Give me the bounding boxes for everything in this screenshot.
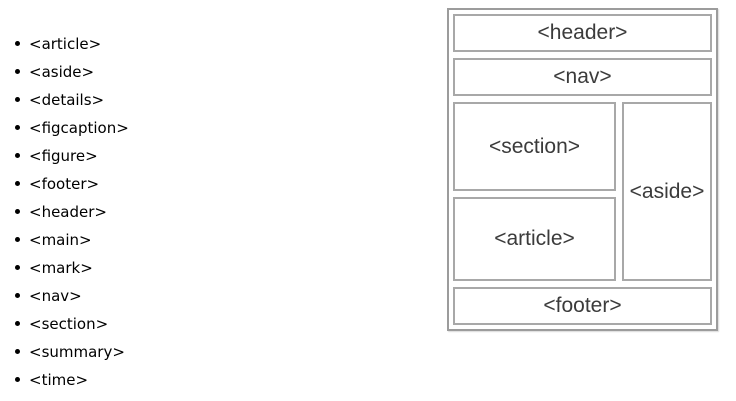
list-item-section: <section> <box>15 310 129 338</box>
list-item-summary: <summary> <box>15 338 129 366</box>
diagram-nav-label: <nav> <box>553 65 612 88</box>
list-item-nav: <nav> <box>15 282 129 310</box>
list-item-main: <main> <box>15 226 129 254</box>
diagram-article-label: <article> <box>494 227 575 250</box>
diagram-header-box: <header> <box>453 14 712 52</box>
list-item-details: <details> <box>15 86 129 114</box>
list-item-article: <article> <box>15 30 129 58</box>
diagram-footer-label: <footer> <box>543 294 622 317</box>
diagram-article-box: <article> <box>453 197 616 281</box>
semantic-layout-diagram: <header> <nav> <section> <article> <asid… <box>447 8 718 331</box>
diagram-aside-box: <aside> <box>622 102 712 281</box>
diagram-footer-box: <footer> <box>453 287 712 325</box>
list-item-mark: <mark> <box>15 254 129 282</box>
diagram-nav-box: <nav> <box>453 58 712 96</box>
list-item-figure: <figure> <box>15 142 129 170</box>
list-item-time: <time> <box>15 366 129 394</box>
diagram-header-label: <header> <box>537 21 628 44</box>
diagram-middle-row: <section> <article> <aside> <box>453 102 712 281</box>
semantic-elements-list: <article> <aside> <details> <figcaption>… <box>0 30 129 394</box>
diagram-section-label: <section> <box>488 134 581 158</box>
diagram-aside-label: <aside> <box>629 179 705 203</box>
list-item-figcaption: <figcaption> <box>15 114 129 142</box>
list-item-aside: <aside> <box>15 58 129 86</box>
list-item-footer: <footer> <box>15 170 129 198</box>
diagram-left-column: <section> <article> <box>453 102 616 281</box>
list-item-header: <header> <box>15 198 129 226</box>
diagram-section-box: <section> <box>453 102 616 191</box>
